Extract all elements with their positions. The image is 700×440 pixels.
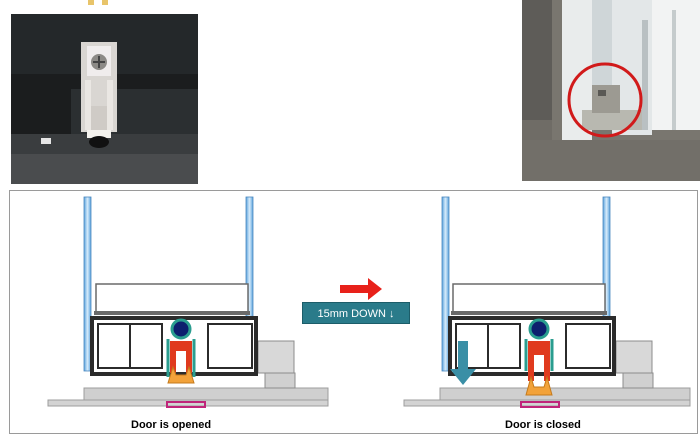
closed-state-diagram: [403, 196, 691, 408]
open-state-diagram: [47, 196, 329, 408]
caption-door-opened: Door is opened: [131, 419, 212, 431]
movement-label: 15mm DOWN ↓: [302, 302, 410, 324]
top-accent-fragment: [88, 0, 118, 5]
transition-arrow-icon: [340, 278, 382, 300]
seal-closeup-photo: [11, 14, 198, 184]
seal-operation-diagram: [9, 190, 698, 434]
caption-door-closed: Door is closed: [505, 419, 581, 431]
partition-corner-photo: [522, 0, 700, 181]
